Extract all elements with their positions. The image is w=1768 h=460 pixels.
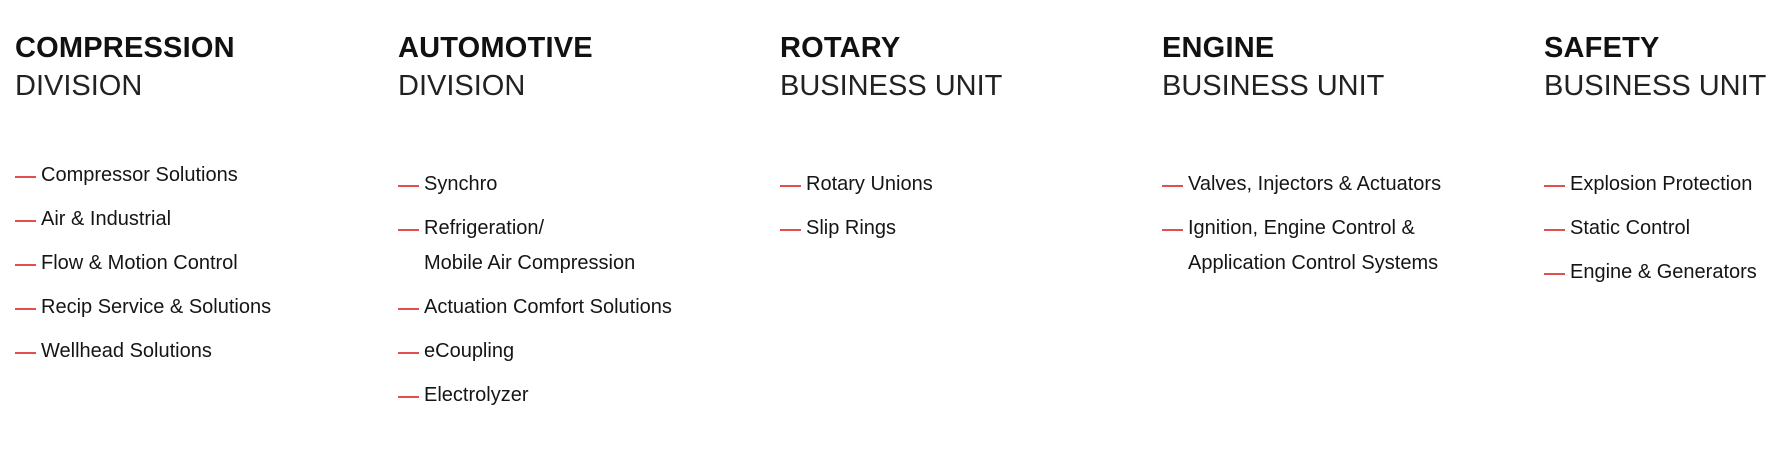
column-heading: ENGINE BUSINESS UNIT — [1162, 30, 1492, 158]
dash-bullet-icon — [398, 167, 420, 202]
column-safety-business-unit: SAFETY BUSINESS UNIT Explosion Protectio… — [1544, 30, 1767, 299]
column-heading: SAFETY BUSINESS UNIT — [1544, 30, 1767, 158]
item-label: Slip Rings — [806, 217, 897, 239]
item-label: Valves, Injectors & Actuators — [1188, 173, 1442, 195]
item-label: Actuation Comfort Solutions — [424, 296, 672, 318]
list-item: Static Control — [1544, 211, 1764, 246]
item-label: Compressor Solutions — [41, 164, 238, 186]
column-heading: AUTOMOTIVE DIVISION — [398, 30, 728, 158]
list-item: Wellhead Solutions — [15, 334, 345, 369]
dash-bullet-icon — [15, 334, 37, 369]
item-label: Static Control — [1570, 217, 1691, 239]
dash-bullet-icon — [398, 378, 420, 413]
item-label: Synchro — [424, 173, 498, 195]
column-heading: ROTARY BUSINESS UNIT — [780, 30, 1110, 158]
list-item: Synchro — [398, 167, 728, 202]
list-item: Electrolyzer — [398, 378, 728, 413]
heading-light: DIVISION — [398, 70, 526, 102]
item-list: Compressor Solutions Air & Industrial Fl… — [15, 158, 345, 369]
list-item: Actuation Comfort Solutions — [398, 290, 728, 325]
list-item: Compressor Solutions — [15, 158, 345, 193]
dash-bullet-icon — [1544, 211, 1566, 246]
heading-bold: SAFETY — [1544, 32, 1660, 64]
dash-bullet-icon — [780, 167, 802, 202]
dash-bullet-icon — [15, 202, 37, 237]
list-item: Slip Rings — [780, 211, 1110, 246]
dash-bullet-icon — [780, 211, 802, 246]
item-label: Ignition, Engine Control & Application C… — [1188, 217, 1439, 274]
list-item: Valves, Injectors & Actuators — [1162, 167, 1492, 202]
list-item: Refrigeration/ Mobile Air Compression — [398, 211, 728, 281]
heading-bold: AUTOMOTIVE — [398, 32, 593, 64]
dash-bullet-icon — [1544, 167, 1566, 202]
list-item: Flow & Motion Control — [15, 246, 345, 281]
list-item: Engine & Generators — [1544, 255, 1764, 290]
dash-bullet-icon — [398, 334, 420, 369]
item-list: Valves, Injectors & Actuators Ignition, … — [1162, 167, 1492, 281]
dash-bullet-icon — [398, 290, 420, 325]
column-automotive-division: AUTOMOTIVE DIVISION Synchro Refrigeratio… — [398, 30, 728, 422]
list-item: eCoupling — [398, 334, 728, 369]
heading-bold: COMPRESSION — [15, 32, 235, 64]
list-item: Rotary Unions — [780, 167, 1110, 202]
list-item: Ignition, Engine Control & Application C… — [1162, 211, 1492, 281]
item-label: Flow & Motion Control — [41, 252, 238, 274]
heading-light: BUSINESS UNIT — [780, 70, 1003, 102]
dash-bullet-icon — [1162, 167, 1184, 202]
column-rotary-business-unit: ROTARY BUSINESS UNIT Rotary Unions Slip … — [780, 30, 1110, 255]
item-label: Rotary Unions — [806, 173, 933, 195]
item-label: Recip Service & Solutions — [41, 296, 272, 318]
heading-light: DIVISION — [15, 70, 143, 102]
dash-bullet-icon — [15, 158, 37, 193]
item-label: Engine & Generators — [1570, 261, 1757, 283]
dash-bullet-icon — [398, 211, 420, 246]
item-label: Wellhead Solutions — [41, 340, 212, 362]
dash-bullet-icon — [15, 246, 37, 281]
heading-light: BUSINESS UNIT — [1544, 70, 1767, 102]
list-item: Air & Industrial — [15, 202, 345, 237]
column-compression-division: COMPRESSION DIVISION Compressor Solution… — [15, 30, 345, 378]
heading-bold: ENGINE — [1162, 32, 1275, 64]
list-item: Explosion Protection — [1544, 167, 1764, 202]
item-label: Explosion Protection — [1570, 173, 1753, 195]
item-label: Refrigeration/ Mobile Air Compression — [424, 217, 636, 274]
item-list: Synchro Refrigeration/ Mobile Air Compre… — [398, 167, 728, 413]
item-list: Rotary Unions Slip Rings — [780, 167, 1110, 246]
dash-bullet-icon — [1544, 255, 1566, 290]
dash-bullet-icon — [1162, 211, 1184, 246]
heading-light: BUSINESS UNIT — [1162, 70, 1385, 102]
column-engine-business-unit: ENGINE BUSINESS UNIT Valves, Injectors &… — [1162, 30, 1492, 290]
item-label: Electrolyzer — [424, 384, 529, 406]
dash-bullet-icon — [15, 290, 37, 325]
column-heading: COMPRESSION DIVISION — [15, 30, 345, 158]
heading-bold: ROTARY — [780, 32, 901, 64]
item-label: Air & Industrial — [41, 208, 172, 230]
item-list: Explosion Protection Static Control Engi… — [1544, 167, 1764, 290]
list-item: Recip Service & Solutions — [15, 290, 345, 325]
item-label: eCoupling — [424, 340, 515, 362]
